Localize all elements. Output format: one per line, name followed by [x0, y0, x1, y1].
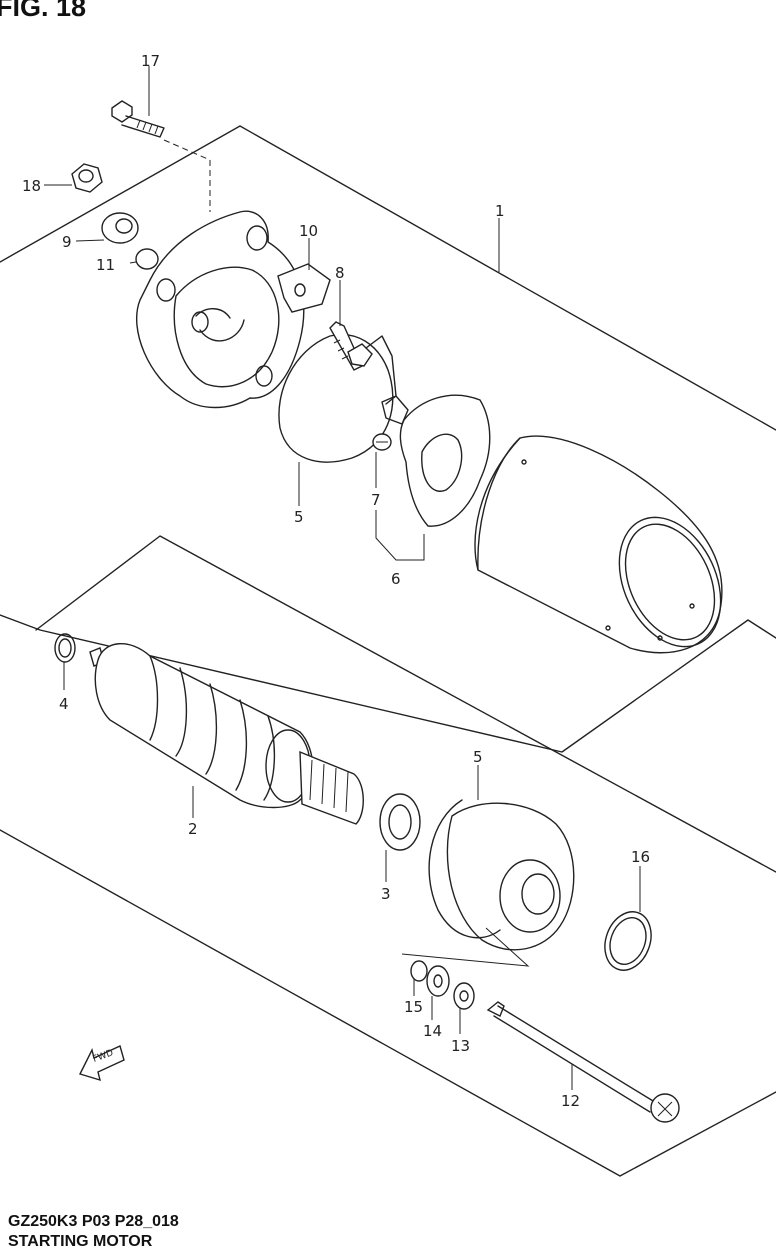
diagram-caption: STARTING MOTOR [8, 1233, 153, 1250]
callout-8: 8 [335, 264, 345, 282]
assembly-outline-upper-bottom [0, 614, 776, 753]
callout-13: 13 [451, 1037, 470, 1055]
o-ring-part-5-lower [428, 799, 501, 939]
forward-direction-marker: FWD [79, 1045, 125, 1082]
callout-11: 11 [96, 256, 115, 274]
callout-14: 14 [423, 1022, 442, 1040]
callout-16: 16 [631, 848, 650, 866]
callout-1: 1 [495, 202, 505, 220]
washer-part-13 [453, 982, 475, 1010]
armature-part-2 [89, 642, 364, 825]
callout-3: 3 [381, 885, 391, 903]
callout-15: 15 [404, 998, 423, 1016]
o-ring-part-15 [410, 960, 428, 982]
assembly-outline-lower-bottom [0, 829, 776, 1177]
seal-part-9 [101, 212, 139, 244]
assembly-outline-upper [0, 125, 776, 431]
nut-part-18 [71, 163, 103, 193]
terminal-bolt-part-8 [329, 321, 397, 405]
washer-part-14 [426, 965, 450, 997]
washer-part-4 [54, 633, 76, 663]
bolt-part-17 [111, 100, 211, 212]
callout-6: 6 [391, 570, 401, 588]
end-cover-housing [135, 210, 305, 409]
o-ring-part-16 [604, 911, 652, 971]
motor-yoke [474, 435, 723, 654]
callout-18: 18 [22, 177, 41, 195]
callout-2: 2 [188, 820, 198, 838]
screw-part-7 [372, 433, 392, 451]
callout-10: 10 [299, 222, 318, 240]
through-bolt-part-12 [486, 1001, 680, 1123]
o-ring-part-11 [135, 248, 159, 270]
callout-5-upper: 5 [294, 508, 304, 526]
callout-9: 9 [62, 233, 72, 251]
front-bracket [446, 802, 575, 951]
brush-holder-part-6 [381, 394, 491, 527]
washer-set-bracket [401, 927, 530, 967]
callout-12: 12 [561, 1092, 580, 1110]
callout-7: 7 [371, 491, 381, 509]
callout-5-lower: 5 [473, 748, 483, 766]
oil-seal-part-3 [379, 793, 421, 851]
diagram-code: GZ250K3 P03 P28_018 [8, 1213, 179, 1230]
assembly-outline-lower [35, 535, 776, 873]
o-ring-part-5-upper [278, 334, 394, 463]
leader-lines [44, 66, 641, 1090]
callout-17: 17 [141, 52, 160, 70]
figure-title: FIG. 18 [0, 0, 87, 22]
callout-4: 4 [59, 695, 69, 713]
